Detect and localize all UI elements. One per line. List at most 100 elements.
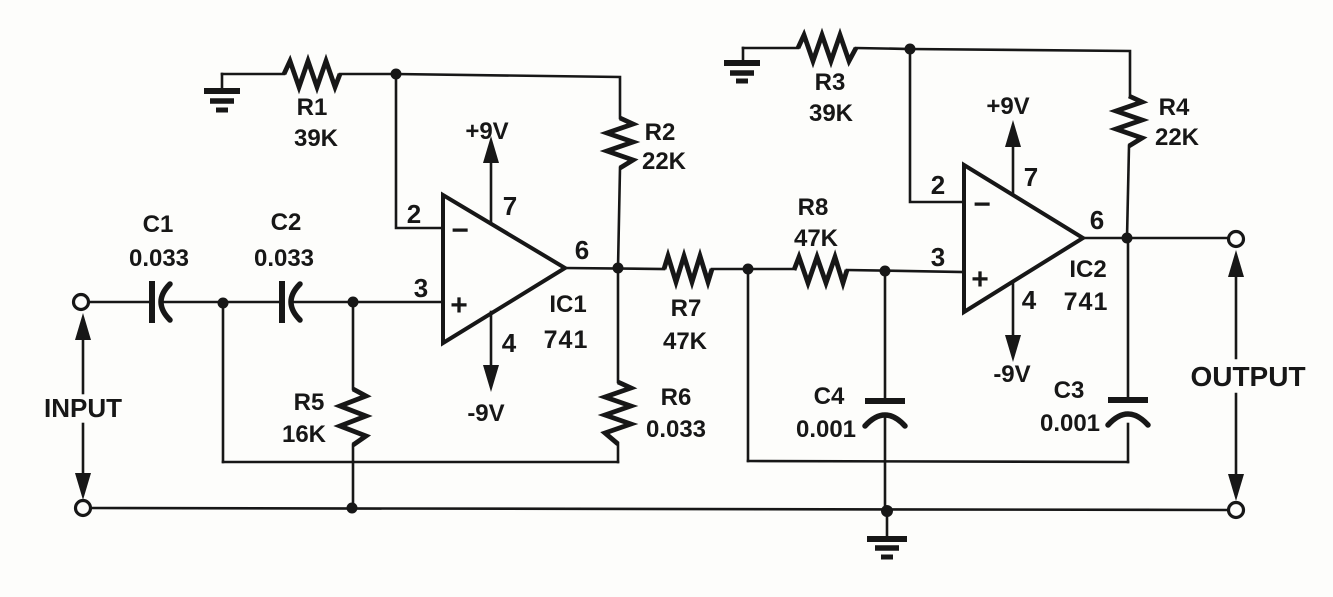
opamp-ic2-labels: − + 2 3 7 4 6 IC2 741 [931, 162, 1109, 316]
opamp-ic1-pin4-label: 4 [502, 328, 517, 358]
minus9v-ic1-arrowhead [483, 365, 499, 392]
resistor-r3: R3 39K [795, 27, 859, 127]
junction-ic1-output [612, 262, 624, 274]
resistor-r2-zigzag [599, 115, 641, 171]
wire-r3-to-node [854, 46, 912, 51]
opamp-ic2-pin7-label: 7 [1024, 162, 1038, 192]
resistor-r2-value-label: 22K [642, 148, 687, 175]
wire-feedback2-bottom [746, 459, 1130, 464]
junction-c4-top [879, 265, 891, 277]
capacitor-c4-value-label: 0.001 [796, 416, 856, 443]
resistor-r1-value-label: 39K [294, 125, 339, 152]
wire-ic2-pin2 [908, 47, 966, 204]
capacitor-c2-curved-plate [288, 281, 303, 323]
wire-network [86, 46, 1231, 513]
opamp-ic2-pin4-label: 4 [1022, 285, 1037, 315]
capacitor-c4-ref-label: C4 [814, 383, 845, 410]
ground-symbol-right [724, 46, 760, 84]
resistor-r6-ref-label: R6 [661, 384, 692, 411]
plus9v-ic2-label: +9V [986, 93, 1029, 120]
opamp-ic2-ref-label: IC2 [1069, 256, 1106, 283]
ground-symbol-left [204, 72, 240, 113]
capacitor-c2: C2 0.033 [254, 209, 314, 323]
resistor-r5: R5 16K [282, 386, 373, 448]
resistor-r7: R7 47K [661, 247, 715, 355]
opamp-ic2-inverting-sign: − [973, 188, 991, 221]
ground-symbol-bottom [867, 509, 907, 560]
supply-arrow-minus9v-ic2: -9V [993, 280, 1031, 388]
supply-arrow-plus9v-ic2: +9V [986, 93, 1030, 196]
resistor-r1-zigzag [281, 53, 343, 95]
opamp-ic1-ref-label: IC1 [549, 291, 586, 318]
wire-r4-to-out-node [1125, 144, 1131, 240]
junction-node-b [347, 296, 359, 308]
wire-ic1-pin2 [394, 72, 445, 230]
wire-r8-to-ic2-pin3 [845, 268, 966, 274]
opamp-ic1-pin6-label: 6 [575, 235, 589, 265]
minus9v-ic2-arrowhead [1005, 335, 1021, 362]
capacitor-c3-ref-label: C3 [1054, 377, 1085, 404]
plus9v-ic1-label: +9V [465, 118, 508, 145]
capacitor-c3: C3 0.001 [1040, 377, 1151, 437]
resistor-r7-value-label: 47K [663, 328, 708, 355]
junction-ic2-output [1121, 232, 1133, 244]
input-arrow-down-head [75, 473, 91, 500]
capacitor-c1-ref-label: C1 [143, 211, 174, 238]
minus9v-ic2-label: -9V [993, 361, 1030, 388]
output-terminal: OUTPUT [1190, 229, 1306, 520]
opamp-ic1-pin3-label: 3 [414, 273, 428, 303]
resistor-r7-ref-label: R7 [671, 295, 702, 322]
opamp-ic2-part-label: 741 [1064, 288, 1109, 316]
resistor-r2-ref-label: R2 [645, 119, 676, 146]
resistor-r8: R8 47K [791, 194, 850, 292]
resistor-r6-zigzag [597, 379, 639, 446]
resistor-r6-value-label: 0.033 [646, 416, 706, 443]
input-terminal: INPUT [44, 292, 122, 518]
resistor-r2: R2 22K [599, 115, 687, 175]
opamp-ic1-triangle [441, 191, 569, 347]
capacitor-c4: C4 0.001 [796, 383, 908, 443]
opamp-ic1-body [441, 191, 569, 347]
capacitor-c4-curved-plate [862, 412, 908, 429]
resistor-r4: R4 22K [1108, 93, 1200, 151]
capacitor-c3-curved-plate [1105, 411, 1151, 428]
capacitor-c1-curved-plate [158, 281, 173, 323]
wire-top2-to-r4 [908, 47, 1132, 98]
output-arrow-down-head [1228, 474, 1244, 501]
resistor-r8-zigzag [791, 249, 850, 292]
input-terminal-bottom [73, 498, 93, 518]
junction-r1-top [390, 68, 402, 80]
junction-node-a [217, 297, 229, 309]
input-arrow-up-head [75, 313, 91, 340]
opamp-ic1-pin7-label: 7 [503, 191, 517, 221]
opamp-ic1-pin2-label: 2 [407, 199, 421, 229]
resistor-r5-zigzag [333, 386, 373, 447]
plus9v-ic2-arrowhead [1005, 120, 1021, 147]
opamp-ic2-body [962, 161, 1087, 316]
capacitor-c1-value-label: 0.033 [129, 245, 189, 272]
resistor-r1-ref-label: R1 [297, 94, 328, 121]
junction-r7-r8 [742, 263, 754, 275]
output-arrow-up-head [1228, 250, 1244, 277]
supply-arrow-minus9v-ic1: -9V [467, 310, 505, 427]
input-label: INPUT [44, 393, 122, 423]
supply-arrow-plus9v-ic1: +9V [465, 118, 509, 226]
junction-r5-ground [346, 502, 358, 514]
opamp-ic2-pin3-label: 3 [931, 242, 945, 272]
junction-r3-top [904, 43, 916, 55]
capacitor-c2-ref-label: C2 [271, 209, 302, 236]
input-terminal-top [71, 292, 91, 312]
output-terminal-bottom [1226, 500, 1246, 520]
resistor-r8-ref-label: R8 [798, 194, 829, 221]
wire-top1-to-r2 [394, 72, 622, 120]
resistor-r4-value-label: 22K [1155, 124, 1200, 151]
opamp-ic1-labels: − + 2 3 7 4 6 IC1 741 [407, 191, 589, 358]
opamp-ic1-part-label: 741 [544, 326, 589, 354]
resistor-r1: R1 39K [281, 53, 343, 152]
minus9v-ic1-label: -9V [467, 400, 504, 427]
resistor-r4-zigzag [1108, 93, 1150, 149]
resistor-r3-value-label: 39K [809, 100, 854, 127]
resistor-r4-ref-label: R4 [1159, 94, 1190, 121]
